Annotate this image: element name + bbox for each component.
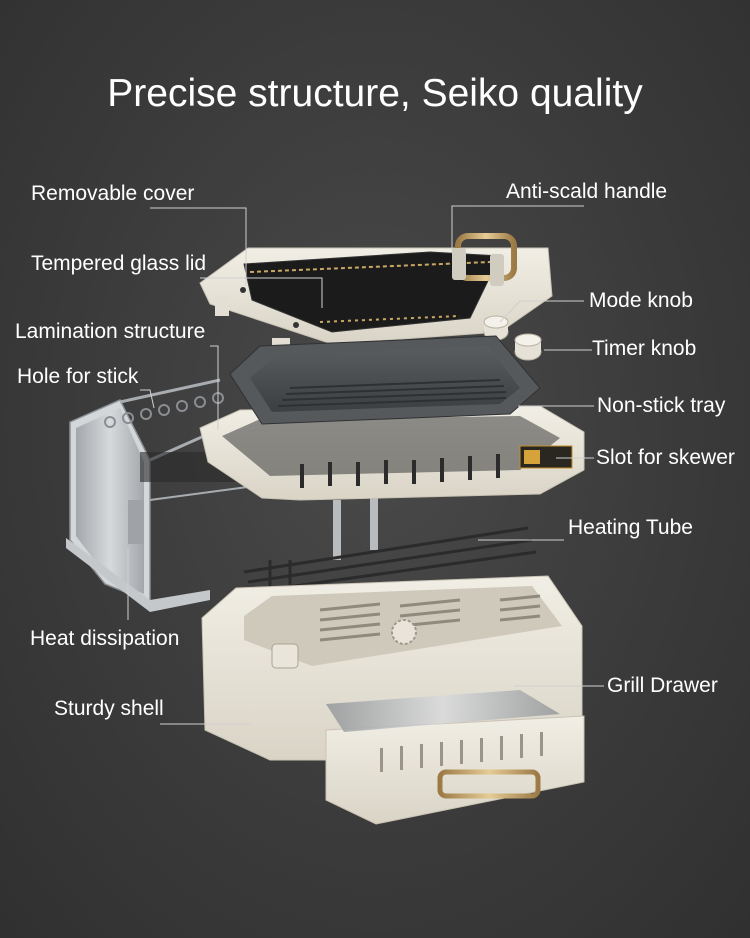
cover-screw — [240, 287, 246, 293]
base-shell — [201, 575, 585, 825]
label-slot-for-skewer: Slot for skewer — [596, 446, 735, 469]
lid-assembly — [199, 233, 553, 356]
grill-drawer-tray — [326, 690, 560, 732]
leader-mode-knob — [499, 300, 584, 323]
label-heating-tube: Heating Tube — [568, 516, 693, 539]
label-anti-scald-handle: Anti-scald handle — [506, 180, 668, 203]
leader-anti-scald-handle — [451, 205, 584, 250]
label-hole-for-stick: Hole for stick — [17, 365, 139, 388]
tray-inner — [250, 346, 520, 412]
label-tempered-glass-lid: Tempered glass lid — [31, 252, 207, 275]
lid-foot — [215, 296, 229, 316]
leader-tempered-glass-lid — [200, 277, 323, 308]
non-stick-tray — [229, 335, 541, 425]
label-timer-knob: Timer knob — [592, 337, 697, 360]
leader-lamination-structure — [210, 345, 219, 430]
glass-lid-strip — [249, 261, 491, 273]
drawer-handle — [437, 769, 541, 799]
leader-lines — [127, 205, 604, 725]
leader-removable-cover — [150, 207, 247, 286]
label-sturdy-shell: Sturdy shell — [54, 697, 164, 720]
label-lamination-structure: Lamination structure — [15, 320, 206, 343]
motor-gear — [391, 619, 417, 645]
label-removable-cover: Removable cover — [31, 182, 195, 205]
cover-screw — [293, 322, 299, 328]
skewer-rack — [66, 378, 378, 612]
drawer-slots — [380, 732, 543, 772]
handle-clip — [490, 254, 504, 286]
label-heat-dissipation: Heat dissipation — [30, 627, 180, 650]
shell-clip — [271, 643, 299, 669]
skewer-slots — [300, 454, 500, 488]
page-title: Precise structure, Seiko quality — [107, 72, 643, 115]
label-non-stick-tray: Non-stick tray — [597, 394, 726, 417]
handle-clip — [452, 248, 466, 280]
stick-holes — [104, 392, 224, 428]
tempered-glass-panel — [243, 251, 501, 333]
skewer-frame — [199, 405, 585, 501]
leader-hole-for-stick — [140, 389, 155, 409]
glass-lid-strip — [319, 315, 461, 323]
label-grill-drawer: Grill Drawer — [607, 674, 718, 697]
label-mode-knob: Mode knob — [589, 289, 693, 312]
rack-bracket — [128, 500, 144, 544]
